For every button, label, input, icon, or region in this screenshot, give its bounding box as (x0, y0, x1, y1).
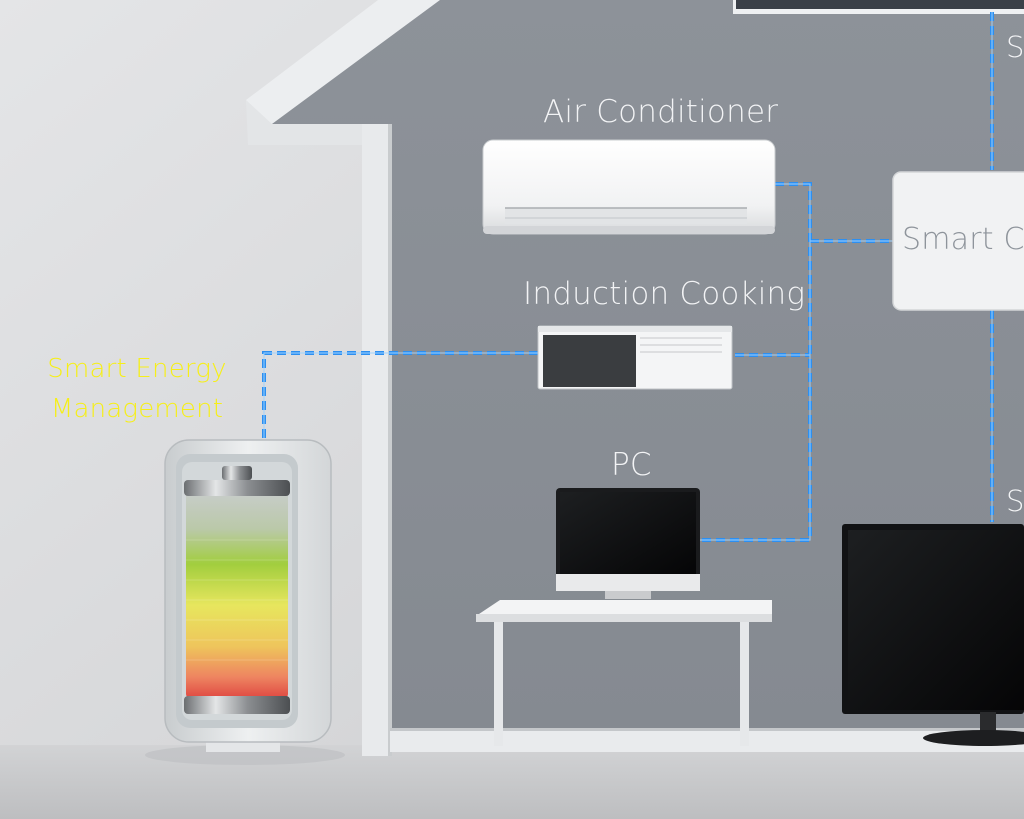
label-top-right-partial: S (1006, 30, 1024, 64)
smart-controller-panel (892, 171, 1024, 311)
desk (476, 600, 772, 746)
home-battery (145, 439, 345, 765)
label-smart-energy-line2: Management (50, 394, 224, 424)
induction-cooker (537, 325, 733, 390)
label-right-partial: S (1006, 484, 1024, 518)
television (842, 524, 1024, 746)
label-smart-energy-management: Smart Energy Management (38, 349, 236, 429)
air-conditioner-unit (482, 139, 776, 235)
label-induction-cooking: Induction Cooking (523, 276, 806, 312)
label-smart-controller: Smart Co (902, 222, 1024, 257)
pc-monitor (556, 488, 700, 608)
label-smart-energy-line1: Smart Energy (47, 354, 227, 384)
label-pc: PC (611, 447, 652, 483)
label-air-conditioner: Air Conditioner (543, 94, 779, 130)
